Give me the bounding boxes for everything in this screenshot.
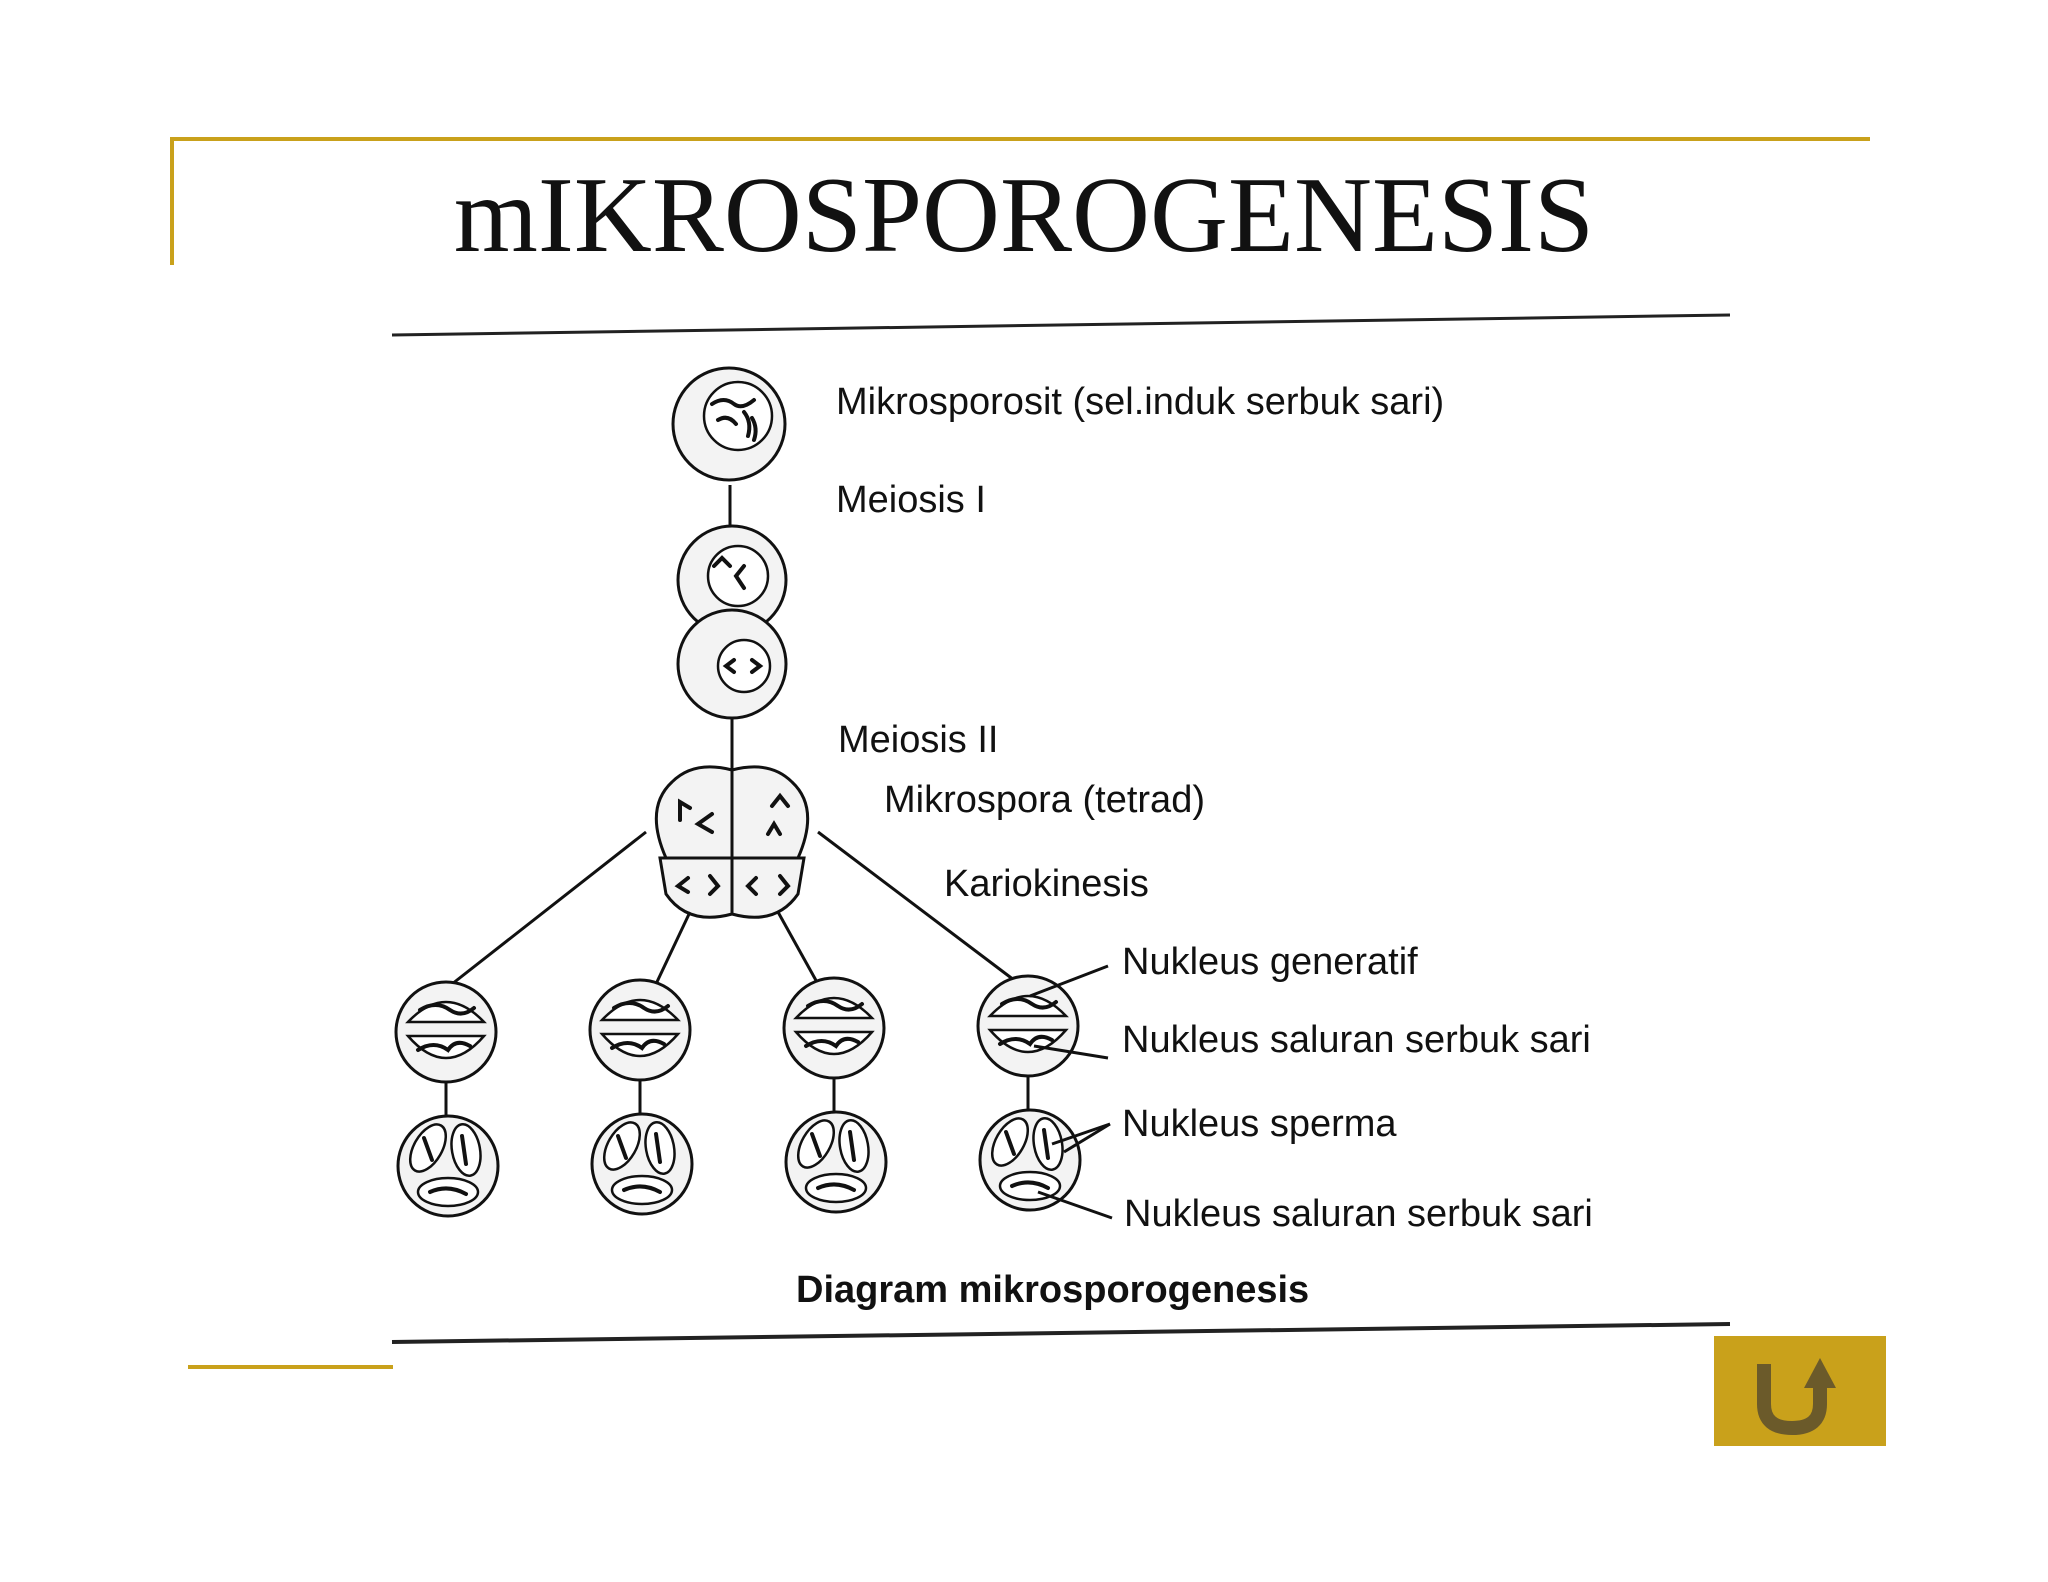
figure-bottom-rule [391,1322,1731,1344]
frame-left-rule [170,137,174,265]
label-nukleus-saluran-1: Nukleus saluran serbuk sari [1122,1019,1591,1061]
diagram-caption: Diagram mikrosporogenesis [796,1269,1309,1311]
label-meiosis-2: Meiosis II [838,719,998,761]
label-nukleus-sperma: Nukleus sperma [1122,1103,1397,1145]
microspore-4 [976,974,1080,1078]
label-mikrosporosit: Mikrosporosit (sel.induk serbuk sari) [836,381,1444,423]
label-meiosis-1: Meiosis I [836,479,986,521]
microspore-1 [394,980,498,1084]
slide-title: mIKROSPOROGENESIS [453,156,1595,275]
figure-top-rule [391,313,1731,337]
frame-top-rule [170,137,1870,141]
frame-bottom-rule [188,1365,393,1369]
label-kariokinesis: Kariokinesis [944,863,1149,905]
branch-3 [776,911,820,985]
pointer-nukleus-sperma-b [1063,1122,1111,1154]
pointer-nukleus-saluran-2 [1037,1190,1113,1220]
microspore-3 [782,976,886,1080]
dyad-cell [676,524,788,720]
branch-2 [654,911,692,985]
return-up-arrow-icon [1757,1358,1836,1436]
tetrad-cell [654,765,810,919]
pollen-grain-2 [590,1112,694,1216]
label-mikrospora: Mikrospora (tetrad) [884,779,1205,821]
microspore-2 [588,978,692,1082]
pointer-nukleus-saluran-1 [1033,1044,1109,1060]
mikrosporosit-cell [671,366,787,482]
label-nukleus-saluran-2: Nukleus saluran serbuk sari [1124,1193,1593,1235]
branch-4 [817,830,1015,982]
pointer-nukleus-sperma-a [1051,1122,1111,1146]
pollen-grain-1 [396,1114,500,1218]
label-nukleus-generatif: Nukleus generatif [1122,941,1418,983]
pointer-nukleus-generatif [1029,964,1109,998]
pollen-grain-4 [978,1108,1082,1212]
pollen-grain-3 [784,1110,888,1214]
back-button[interactable] [1714,1336,1886,1446]
branch-1 [451,830,647,986]
